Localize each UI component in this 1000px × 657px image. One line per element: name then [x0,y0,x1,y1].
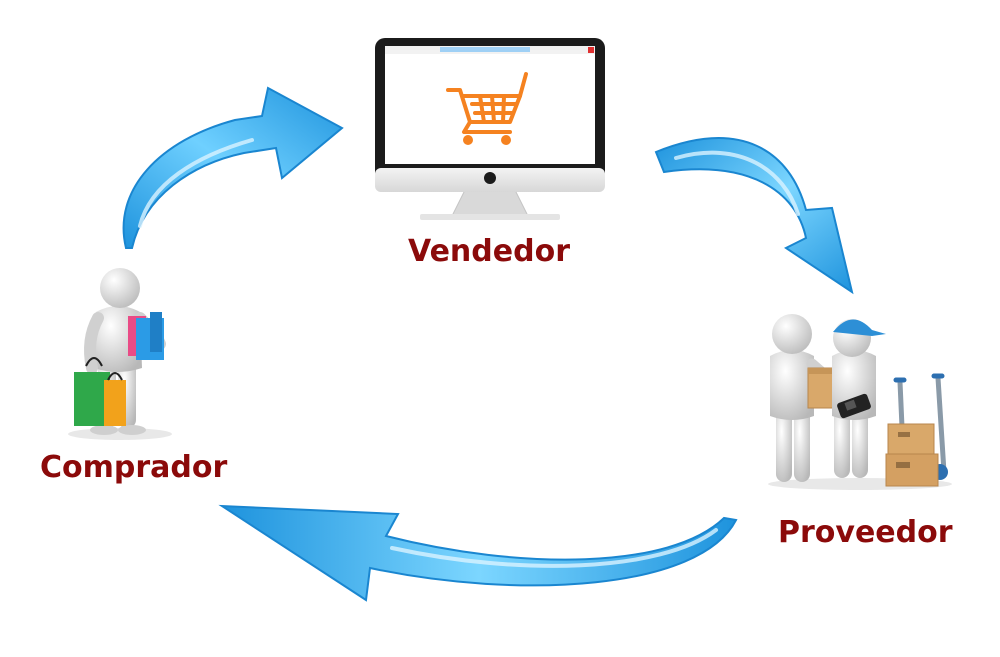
arrow-vendedor-to-proveedor [654,137,854,295]
comprador-label: Comprador [40,450,228,485]
computer-monitor-shopping-cart-icon [375,38,605,220]
proveedor-label: Proveedor [778,515,953,550]
vendedor-label: Vendedor [408,234,570,269]
arrow-comprador-to-vendedor [122,86,344,249]
arrow-proveedor-to-comprador [218,504,738,602]
buyer-with-shopping-bags-icon [68,268,172,440]
supplier-with-delivery-boxes-icon [768,314,952,490]
